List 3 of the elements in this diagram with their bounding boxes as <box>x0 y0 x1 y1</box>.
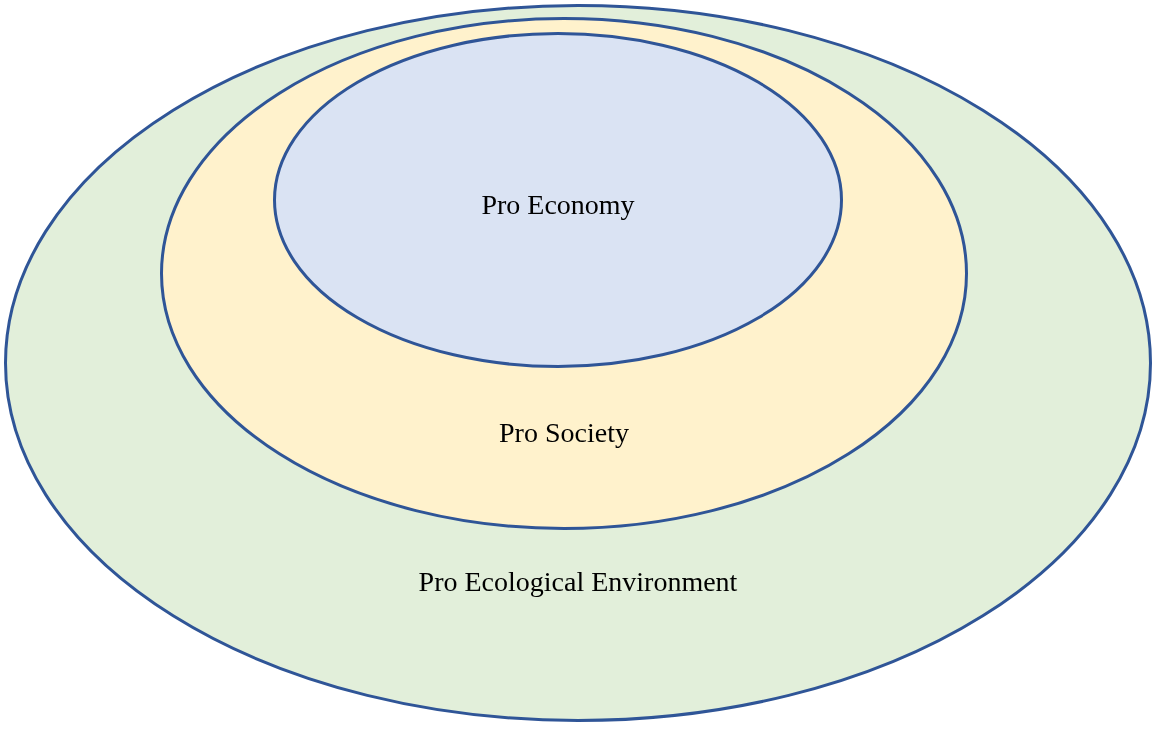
node-label: Pro Economy <box>481 188 635 222</box>
node-label: Pro Society <box>499 416 629 450</box>
node-label: Pro Ecological Environment <box>418 565 738 599</box>
